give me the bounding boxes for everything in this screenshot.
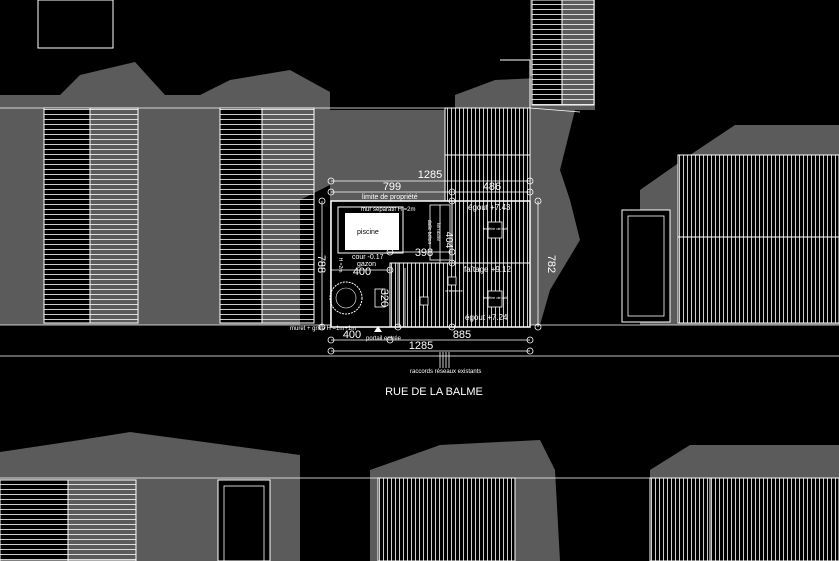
dim-total-top: 1285	[418, 169, 442, 181]
dim-front-left: 400	[343, 329, 361, 341]
street-name: RUE DE LA BALME	[385, 386, 483, 398]
dim-inner-398: 398	[415, 247, 433, 259]
roof-hatching-north	[43, 0, 839, 324]
wall-h-label: H =2m	[337, 258, 343, 273]
dim-total-bottom: 1285	[409, 340, 433, 352]
gutter-top-label: égout +7.43	[468, 203, 511, 212]
chimney-label: cheminée	[445, 288, 463, 293]
low-wall-label: muret + grille H =1m+1m	[290, 326, 356, 332]
dim-front-right: 885	[453, 329, 471, 341]
wall-separation-label: mur séparatif H =2m	[361, 207, 416, 213]
skylight-top-label: fenêtre de toit	[483, 226, 508, 231]
dimension-lines	[318, 177, 542, 368]
lawn-label: gazon	[357, 261, 376, 268]
ridge-label: faîtage +9.12	[464, 265, 511, 274]
dim-inner-400: 400	[353, 266, 371, 278]
property-limit-label: limite de propriété	[362, 194, 418, 201]
dim-left-part: 799	[383, 181, 401, 193]
dim-depth-right: 782	[545, 255, 557, 273]
subject-plot	[329, 200, 531, 332]
labels: 1285 799 486 limite de propriété mur sép…	[290, 169, 557, 398]
dim-inner-404: 404	[443, 232, 454, 249]
pool-label: piscine	[357, 229, 379, 236]
slab-label: dalle béton	[426, 220, 432, 245]
dim-right-part: 486	[483, 181, 501, 193]
terrace-label: terrasse	[435, 223, 441, 241]
roof-hatching-south	[0, 477, 839, 561]
courtyard-label: cour -0.17	[352, 254, 384, 261]
network-connections-label: raccords réseaux existants	[410, 369, 481, 375]
dim-depth-left: 788	[315, 255, 327, 273]
dim-inner-320: 320	[378, 289, 390, 307]
entrance-portal-label: portail entrée	[366, 336, 402, 342]
gutter-bottom-label: égout +7.24	[465, 313, 508, 322]
skylight-bottom-label: fenêtre de toit	[483, 295, 508, 300]
